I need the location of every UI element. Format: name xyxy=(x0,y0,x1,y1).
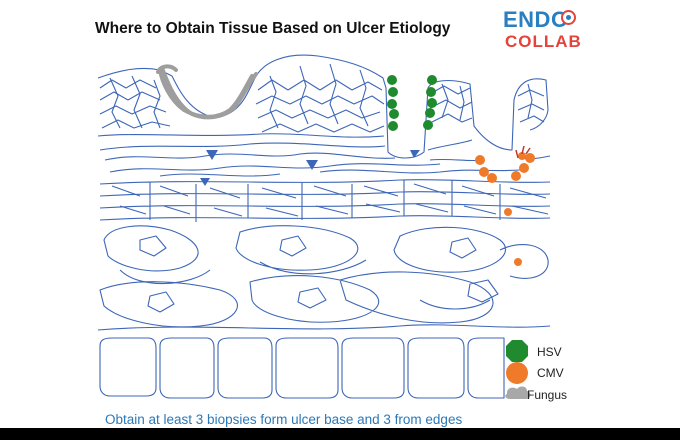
cmv-markers xyxy=(475,152,535,266)
vessels xyxy=(200,150,420,186)
legend-label-cmv: CMV xyxy=(537,366,564,380)
hsv-marker xyxy=(388,121,398,131)
submucosa-swirls xyxy=(99,225,549,328)
vessel-drop-4 xyxy=(200,178,210,186)
cmv-marker xyxy=(518,152,526,160)
cmv-marker xyxy=(519,163,529,173)
cmv-marker xyxy=(487,173,497,183)
legend-label-fungus: Fungus xyxy=(527,388,568,402)
circle-icon xyxy=(506,362,528,384)
logo-dot-icon xyxy=(566,15,571,20)
hsv-marker xyxy=(388,87,398,97)
hsv-marker xyxy=(387,99,397,109)
cmv-marker xyxy=(504,208,512,216)
legend-label-hsv: HSV xyxy=(537,345,562,359)
fungus-overlay xyxy=(156,64,258,120)
hsv-marker xyxy=(426,87,436,97)
logo-text-collab: COLLAB xyxy=(505,32,582,51)
hsv-marker xyxy=(425,108,435,118)
cmv-marker xyxy=(525,153,535,163)
vessel-drop-2 xyxy=(306,160,318,170)
bottom-bar xyxy=(0,428,680,440)
hsv-marker xyxy=(427,75,437,85)
hsv-marker xyxy=(427,98,437,108)
endocollab-logo: ENDO COLLAB xyxy=(503,7,583,53)
hsv-marker xyxy=(423,120,433,130)
cmv-marker xyxy=(475,155,485,165)
hsv-marker xyxy=(389,109,399,119)
logo-text-endo: ENDO xyxy=(503,7,569,32)
hsv-marker xyxy=(387,75,397,85)
muscularis-propria-cells xyxy=(99,337,505,399)
lamina-propria-fibers xyxy=(104,152,551,177)
cmv-marker xyxy=(479,167,489,177)
mucosa-surface xyxy=(97,54,549,159)
tissue-diagram xyxy=(97,54,551,399)
octagon-icon xyxy=(506,340,528,362)
cloud-icon xyxy=(505,386,531,399)
slide: Where to Obtain Tissue Based on Ulcer Et… xyxy=(0,0,680,428)
hsv-markers xyxy=(387,75,437,131)
muscularis-mucosae xyxy=(99,179,551,222)
cmv-edge-strokes xyxy=(515,145,531,159)
vessel-drop-1 xyxy=(206,150,218,160)
vessel-drop-3 xyxy=(410,150,420,158)
slide-title: Where to Obtain Tissue Based on Ulcer Et… xyxy=(95,20,451,37)
caption: Obtain at least 3 biopsies form ulcer ba… xyxy=(105,412,463,427)
cmv-marker xyxy=(511,171,521,181)
cmv-marker xyxy=(514,258,522,266)
